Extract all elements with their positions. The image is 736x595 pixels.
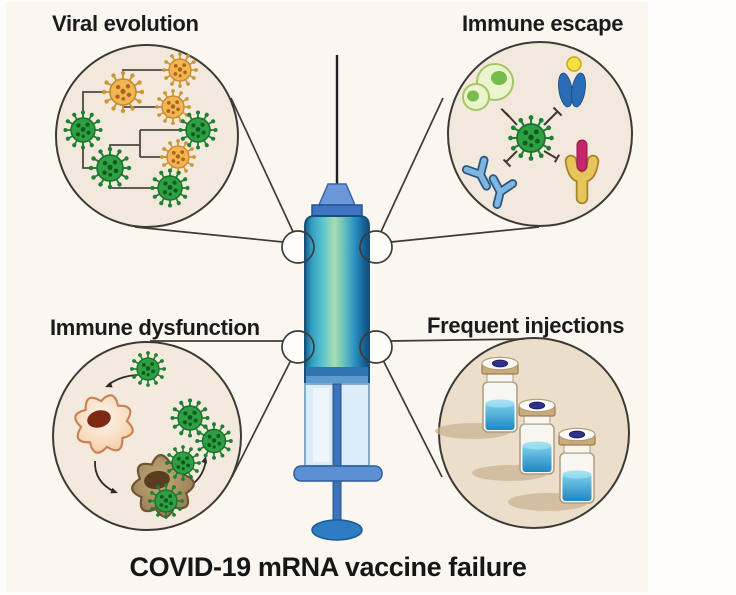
- ligand-rod: [576, 139, 588, 172]
- plunger-thumb-rest: [311, 519, 363, 541]
- viral-evolution-callout: [55, 44, 239, 228]
- inhibition-lines: [500, 106, 563, 168]
- t-cell-receptor-icon: [558, 56, 586, 108]
- frequent-injections-callout: [435, 337, 630, 529]
- macrophage-icon: [66, 386, 142, 462]
- barrel: [304, 215, 370, 384]
- cell-receptor-icon: [564, 139, 600, 205]
- label-frequent-injections: Frequent injections: [427, 313, 625, 338]
- plunger-seal-band: [306, 376, 368, 384]
- magnifier-cone-lines: [134, 97, 540, 478]
- label-immune-escape: Immune escape: [462, 11, 624, 36]
- immune-escape-callout: [447, 41, 633, 227]
- connector-circles: [281, 230, 393, 364]
- nucleus: [87, 410, 111, 428]
- arrow-heads: [105, 381, 208, 494]
- label-immune-dysfunction: Immune dysfunction: [50, 315, 260, 340]
- infected-macrophage-icon: [128, 451, 198, 521]
- lymphocyte-cells-icon: [462, 63, 514, 111]
- figure-title: COVID-19 mRNA vaccine failure: [129, 552, 527, 582]
- finger-flange: [293, 465, 383, 482]
- syringe-icon: [293, 55, 383, 541]
- vaccine-vial-icon: [518, 398, 556, 475]
- label-viral-evolution: Viral evolution: [52, 11, 199, 36]
- vaccine-vial-icon: [481, 356, 519, 433]
- plunger-seal: [306, 367, 368, 376]
- nucleus: [144, 470, 170, 490]
- plunger-rod: [332, 383, 342, 530]
- immune-dysfunction-callout: [52, 341, 242, 531]
- vaccine-vial-icon: [558, 427, 596, 504]
- barrel-highlight: [313, 388, 329, 462]
